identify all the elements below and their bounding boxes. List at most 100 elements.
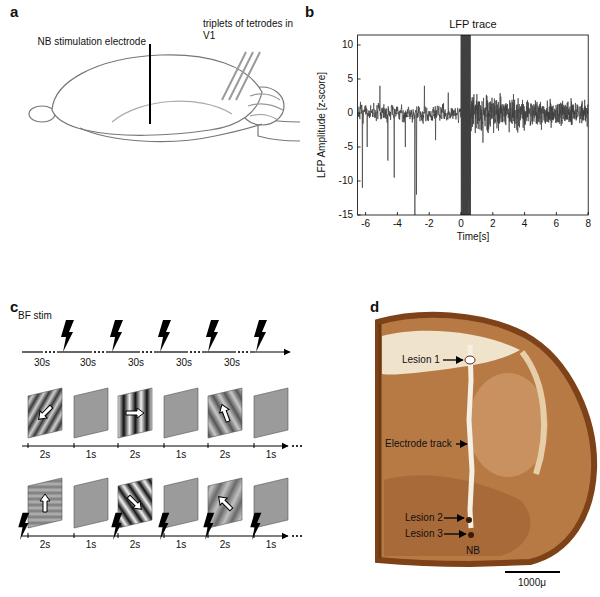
ellipsis-dot <box>190 351 192 353</box>
pointer-arrow <box>443 359 463 360</box>
tetrodes <box>222 52 246 100</box>
tick-mark <box>358 147 361 148</box>
stim-bolt <box>61 320 74 352</box>
duration-label: 1s <box>266 539 277 551</box>
stimulation-electrode <box>149 44 151 124</box>
axis-label: LFP Amplitude [z-score] <box>316 72 328 178</box>
duration-label: 30s <box>34 357 50 369</box>
ellipsis-dot <box>296 445 298 447</box>
track-label: Electrode track <box>385 438 452 450</box>
stimulus-screen <box>208 388 242 438</box>
tick-label: 10 <box>342 39 353 51</box>
stimulus-screen <box>254 478 288 528</box>
stimulus-screen <box>74 478 108 528</box>
stim-bolt <box>18 513 29 540</box>
axis-label: Time[s] <box>457 231 489 243</box>
ellipsis-dot <box>300 445 302 447</box>
ventral-area <box>384 475 530 556</box>
time-axis <box>22 351 43 352</box>
tick-label: 4 <box>522 218 528 230</box>
tick-mark <box>358 113 361 114</box>
time-axis <box>106 351 112 352</box>
time-axis <box>202 351 208 352</box>
duration-label: 30s <box>80 357 96 369</box>
pointer-arrow <box>456 443 467 444</box>
lesion-mark <box>465 356 475 364</box>
tick-label: 0 <box>458 218 464 230</box>
pointer-arrow <box>444 533 466 534</box>
ellipsis-dot <box>194 351 196 353</box>
tick-mark <box>492 212 493 215</box>
stimulus-screen <box>164 388 198 438</box>
ellipsis-dot <box>98 351 100 353</box>
ellipsis-dot <box>246 351 248 353</box>
stimulus-screen <box>164 478 198 528</box>
duration-label: 30s <box>224 357 240 369</box>
stim-bolt <box>203 513 214 540</box>
duration-label: 2s <box>130 449 141 461</box>
tetrodes <box>236 52 260 100</box>
duration-label: 2s <box>40 449 51 461</box>
tetrode-label: triplets of tetrodes in V1 <box>203 18 298 41</box>
stim-bolt <box>254 320 267 352</box>
region-label: NB <box>466 545 480 557</box>
plot-title: LFP trace <box>449 18 497 31</box>
stim-bolt <box>158 320 171 352</box>
duration-label: 1s <box>266 449 277 461</box>
stimulus-screen <box>254 388 288 438</box>
striatum <box>468 373 548 477</box>
duration-label: 2s <box>40 539 51 551</box>
olfactory-bulb <box>29 106 55 122</box>
tick-label: 6 <box>554 218 560 230</box>
scale-label: 1000μ <box>518 577 546 589</box>
tick-label: -4 <box>393 218 402 230</box>
duration-label: 1s <box>176 449 187 461</box>
cerebellar-fold <box>248 94 283 120</box>
time-axis <box>22 535 288 536</box>
lesion-label: Lesion 1 <box>402 354 440 366</box>
tick-mark <box>588 212 589 215</box>
tetrodes <box>222 52 260 100</box>
ellipsis-dot <box>238 351 240 353</box>
stim-bolt <box>250 513 261 540</box>
stim-bolt <box>111 513 122 540</box>
lesion-mark <box>468 532 474 538</box>
lfp-plot <box>358 31 589 218</box>
time-axis <box>160 351 188 352</box>
lesion-label: Lesion 3 <box>405 528 443 540</box>
mouse-brain <box>29 55 300 142</box>
tick-label: -15 <box>339 209 353 221</box>
ellipsis-dot <box>53 351 55 353</box>
ellipsis-dot <box>296 535 298 537</box>
duration-label: 2s <box>130 539 141 551</box>
motion-arrow <box>215 493 235 513</box>
stim-bolt <box>206 320 219 352</box>
ellipsis-dot <box>300 535 302 537</box>
tick-label: -2 <box>425 218 434 230</box>
tick-label: 0 <box>347 107 353 119</box>
time-axis <box>63 351 92 352</box>
lesion-label: Lesion 2 <box>405 512 443 524</box>
ellipsis-dot <box>142 351 144 353</box>
stimulus-screen <box>28 388 62 438</box>
ellipsis-dot <box>45 351 47 353</box>
tick-mark <box>461 212 462 215</box>
tick-label: 2 <box>490 218 496 230</box>
time-axis <box>208 351 236 352</box>
panel-letter: a <box>10 3 18 20</box>
stimulus-screen <box>118 388 152 438</box>
time-axis <box>250 351 256 352</box>
white-matter <box>382 331 520 375</box>
scale-bar <box>505 571 560 573</box>
motion-arrow <box>40 494 50 512</box>
panel-letter: d <box>370 298 379 315</box>
brain-fold <box>112 101 232 122</box>
motion-arrow <box>35 403 55 423</box>
lfp-trace <box>358 35 589 215</box>
midline <box>379 324 382 558</box>
histology-section <box>378 315 594 564</box>
ellipsis-dot <box>49 351 51 353</box>
tick-label: -5 <box>344 141 353 153</box>
tick-mark <box>358 215 361 216</box>
